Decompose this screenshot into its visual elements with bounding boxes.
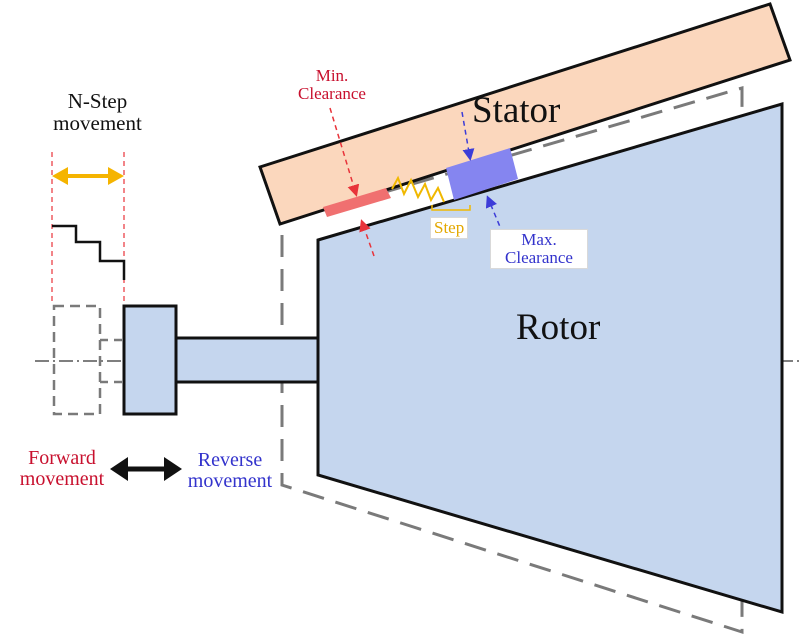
- stator-body: [258, 2, 792, 226]
- forward-movement-label: Forward movement: [12, 448, 112, 490]
- double-headed-arrow-icon: [110, 457, 182, 481]
- min-clearance-label: Min. Clearance: [292, 67, 372, 103]
- displaced-hub-outline: [52, 304, 102, 416]
- step-bracket: [431, 205, 471, 211]
- reverse-line2: movement: [187, 470, 273, 492]
- max-clearance-line2: Clearance: [505, 247, 573, 267]
- min-clearance-line-upper: [329, 107, 360, 197]
- nstep-label-line2: movement: [53, 111, 142, 136]
- hub: [122, 304, 178, 416]
- shaft: [174, 336, 320, 384]
- forward-line2: movement: [19, 468, 105, 490]
- min-clearance-line-lower: [359, 219, 375, 257]
- max-clearance-label: Max. Clearance: [490, 229, 588, 269]
- step-label: Step: [430, 217, 469, 239]
- displaced-rotor-outline: [280, 86, 744, 635]
- min-clearance-line2: Clearance: [298, 83, 366, 103]
- nstep-label: N-Step movement: [40, 90, 155, 134]
- step-zigzag: [391, 175, 445, 203]
- double-headed-arrow-icon: [52, 167, 124, 185]
- max-clearance-line-lower: [485, 195, 504, 235]
- nstep-staircase: [52, 224, 126, 280]
- min-clearance-line1: Min.: [315, 66, 349, 85]
- reverse-line1: Reverse: [197, 449, 263, 471]
- reverse-movement-label: Reverse movement: [178, 450, 282, 492]
- max-clearance-patch: [446, 148, 518, 200]
- max-clearance-line-upper: [461, 111, 475, 161]
- min-clearance-patch: [323, 188, 391, 217]
- rotor-label: Rotor: [516, 307, 601, 348]
- nstep-label-line1: N-Step: [67, 89, 128, 113]
- forward-line1: Forward: [28, 447, 96, 469]
- stator-label: Stator: [472, 90, 561, 131]
- max-clearance-line1: Max.: [521, 230, 557, 249]
